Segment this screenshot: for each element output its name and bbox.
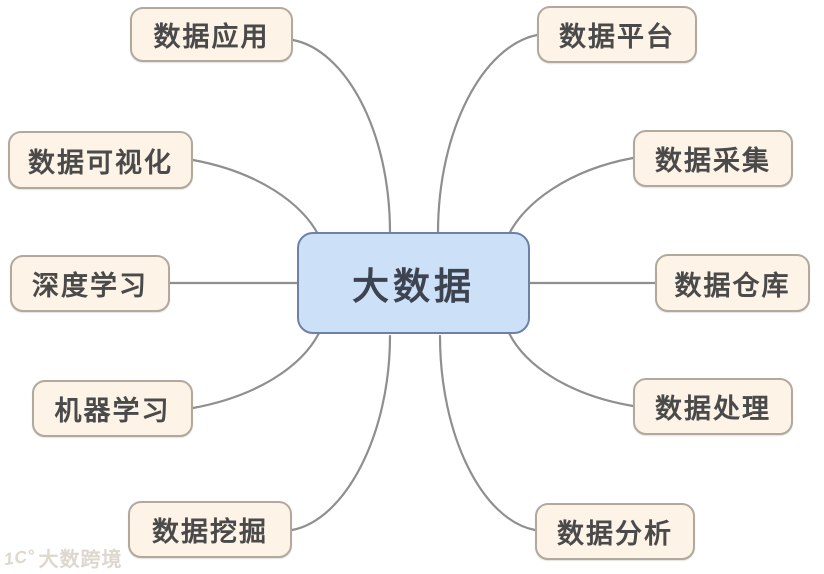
node-data-application[interactable]: 数据应用 [130, 7, 293, 62]
node-data-analysis[interactable]: 数据分析 [535, 503, 695, 560]
node-data-mining[interactable]: 数据挖掘 [128, 501, 292, 558]
node-data-processing[interactable]: 数据处理 [633, 378, 793, 435]
edge-data-visualization [191, 158, 321, 238]
edge-machine-learning [191, 331, 321, 410]
node-data-platform[interactable]: 数据平台 [537, 6, 697, 63]
node-deep-learning[interactable]: 深度学习 [10, 255, 170, 312]
edge-data-mining [290, 334, 392, 532]
edge-data-analysis [438, 334, 537, 532]
node-data-warehouse[interactable]: 数据仓库 [655, 254, 810, 312]
watermark: 1C° 大数跨境 [2, 543, 123, 572]
watermark-text: 大数跨境 [38, 549, 123, 571]
edge-data-platform [436, 33, 539, 235]
edge-data-application [291, 38, 392, 235]
center-node-big-data[interactable]: 大数据 [297, 232, 530, 334]
edge-data-processing [507, 331, 635, 408]
node-machine-learning[interactable]: 机器学习 [32, 380, 193, 437]
edge-data-collection [506, 156, 635, 238]
node-data-visualization[interactable]: 数据可视化 [8, 131, 193, 189]
dsb-logo-icon: 1C° [2, 545, 37, 569]
node-data-collection[interactable]: 数据采集 [633, 130, 793, 187]
